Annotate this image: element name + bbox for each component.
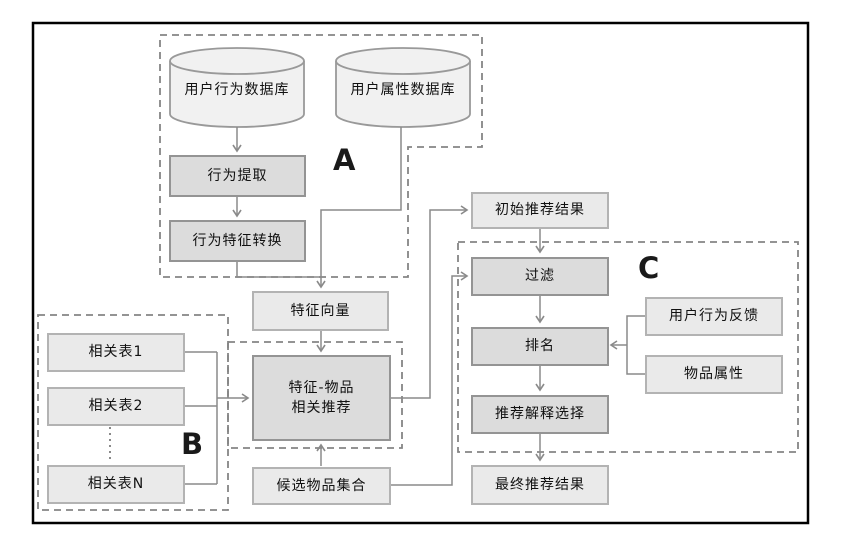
node-ranking: 排名 bbox=[471, 327, 609, 366]
dashed-section-outlines bbox=[37, 34, 799, 511]
section-b-outline bbox=[37, 314, 229, 511]
node-final-rec-result: 最终推荐结果 bbox=[471, 465, 609, 505]
node-behavior-extraction: 行为提取 bbox=[169, 155, 306, 197]
node-behavior-feature-conversion: 行为特征转换 bbox=[169, 220, 306, 262]
node-candidate-item-set: 候选物品集合 bbox=[252, 467, 391, 505]
section-label-c: C bbox=[638, 251, 660, 285]
node-initial-rec-result: 初始推荐结果 bbox=[471, 192, 609, 229]
database-cylinder-user-behavior bbox=[169, 47, 305, 128]
section-a-outline bbox=[159, 34, 483, 278]
database-cylinders bbox=[169, 47, 471, 128]
section-c-outline bbox=[457, 241, 799, 453]
feature-item-rec-line2: 相关推荐 bbox=[291, 400, 352, 416]
node-feature-item-related-rec: 特征-物品 相关推荐 bbox=[252, 355, 391, 441]
node-rec-explanation-selection: 推荐解释选择 bbox=[471, 395, 609, 434]
node-filter: 过滤 bbox=[471, 257, 609, 296]
node-feature-vector: 特征向量 bbox=[252, 291, 389, 331]
node-related-table-1: 相关表1 bbox=[47, 333, 185, 372]
node-user-behavior-feedback: 用户行为反馈 bbox=[645, 297, 783, 336]
node-item-attribute: 物品属性 bbox=[645, 355, 783, 394]
section-label-a: A bbox=[333, 143, 356, 177]
node-related-table-2: 相关表2 bbox=[47, 387, 185, 426]
connector-lines bbox=[109, 127, 645, 486]
outer-frame bbox=[31, 21, 810, 525]
db-user-attribute-label: 用户属性数据库 bbox=[350, 82, 456, 98]
feature-item-rec-line1: 特征-物品 bbox=[288, 379, 355, 396]
db-user-behavior-label: 用户行为数据库 bbox=[184, 82, 290, 98]
node-related-table-n: 相关表N bbox=[47, 465, 185, 504]
section-label-b: B bbox=[181, 427, 204, 461]
feature-item-rec-outline bbox=[227, 341, 403, 449]
database-cylinder-user-attribute bbox=[335, 47, 471, 128]
